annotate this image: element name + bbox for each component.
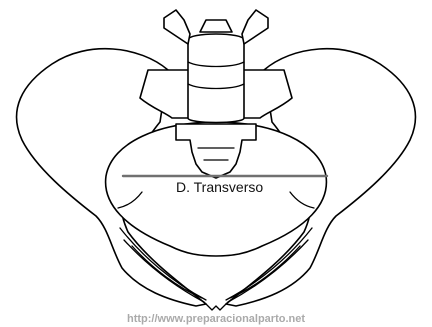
left-transverse-process (164, 10, 190, 44)
spinous-process (200, 20, 232, 32)
pubic-symphysis (206, 304, 226, 310)
lumbar-vertebra (188, 34, 244, 123)
watermark-url: http://www.preparacionalparto.net (127, 313, 305, 325)
transverse-diameter-label: D. Transverso (176, 179, 263, 195)
right-transverse-process (242, 10, 268, 44)
